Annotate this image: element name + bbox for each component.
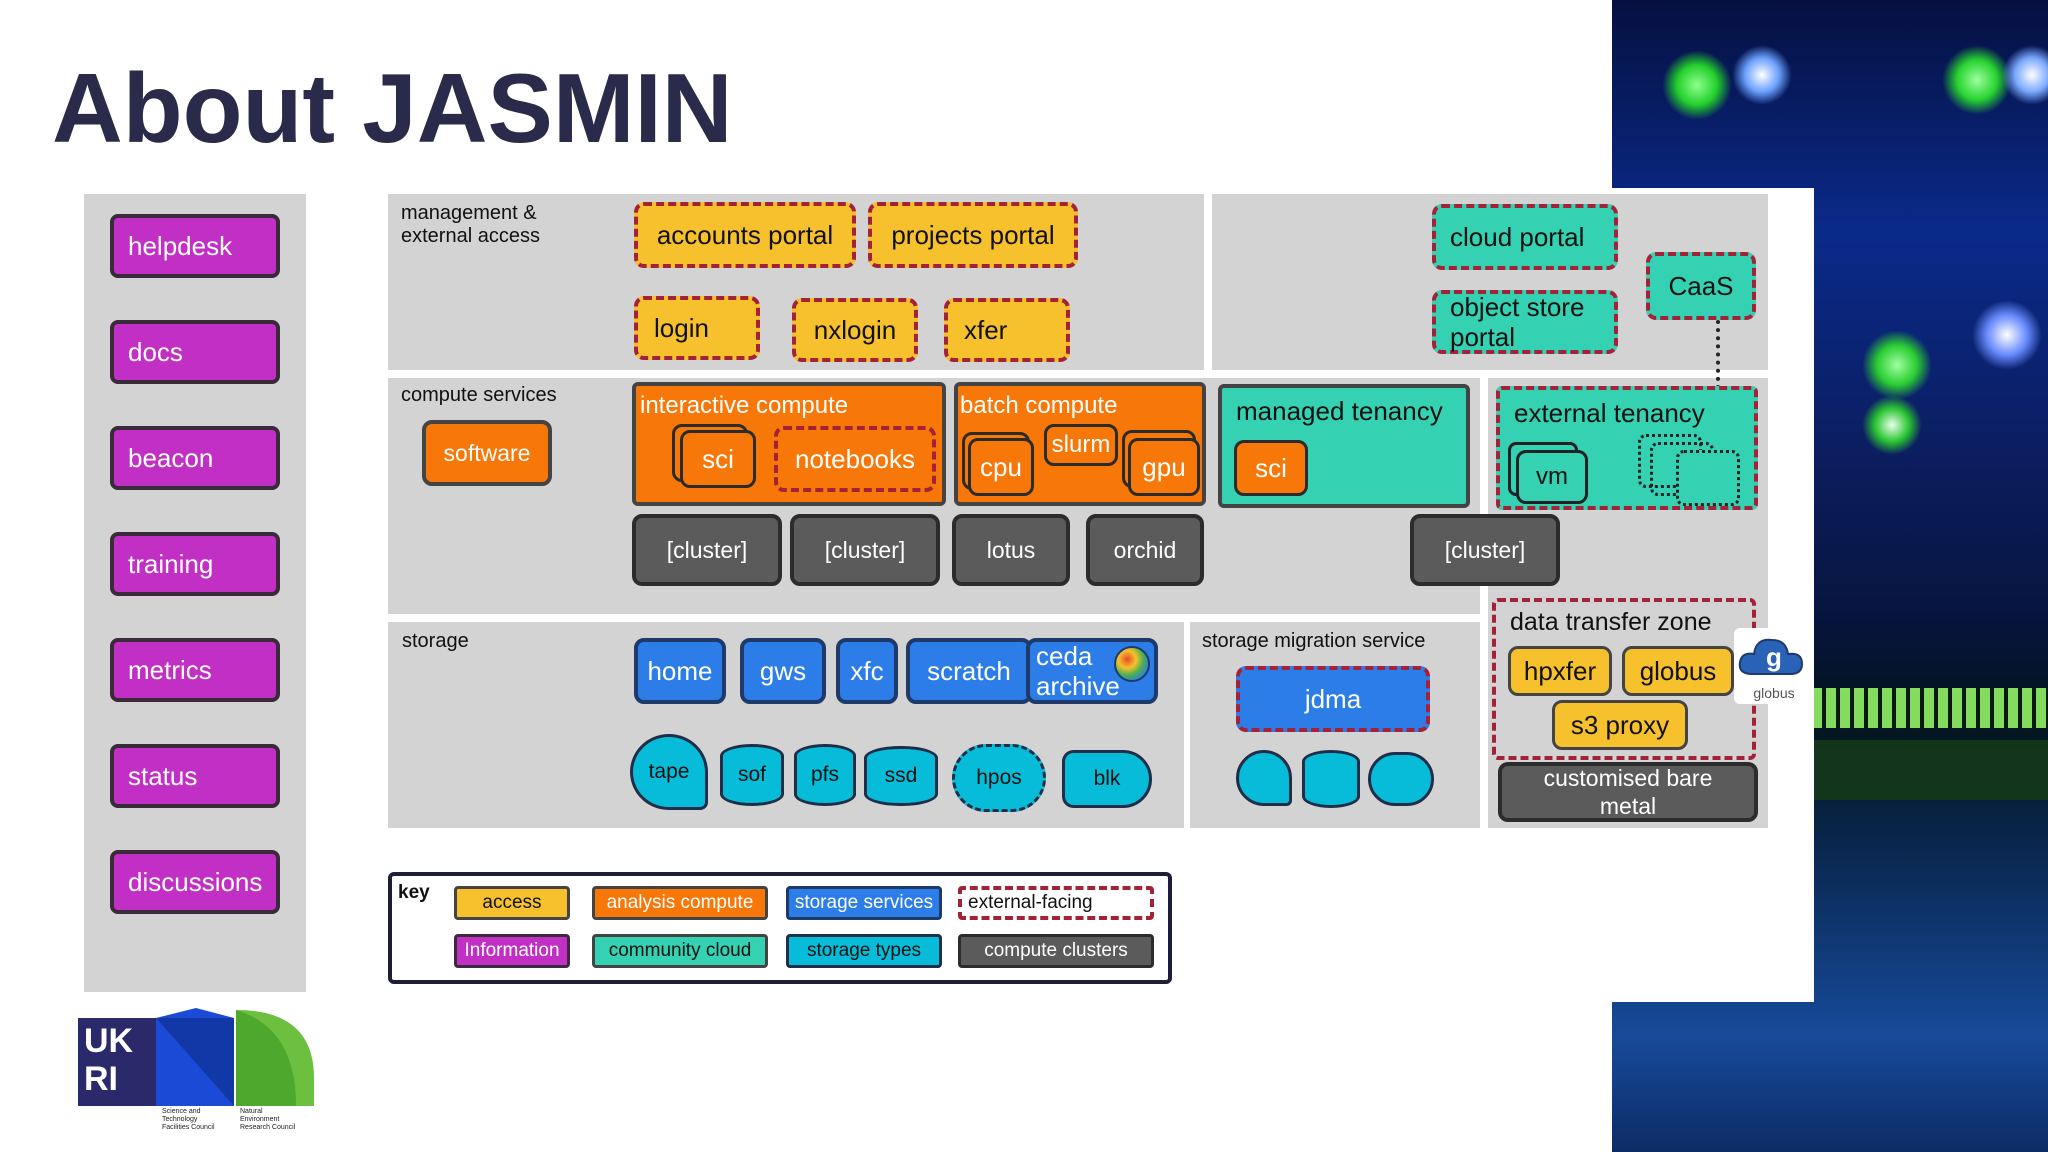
svg-text:g: g	[1766, 642, 1782, 672]
hpos-shape: hpos	[952, 744, 1046, 812]
status-button[interactable]: status	[110, 744, 280, 808]
ceda-archive-box[interactable]: ceda archive	[1026, 638, 1158, 704]
key-compute-clusters: compute clusters	[958, 934, 1154, 968]
software-box[interactable]: software	[422, 420, 552, 486]
orchid-box[interactable]: orchid	[1086, 514, 1204, 586]
key-community-cloud: community cloud	[592, 934, 768, 968]
vm-box[interactable]: vm	[1516, 450, 1588, 504]
key-analysis-compute: analysis compute	[592, 886, 768, 920]
home-box[interactable]: home	[634, 638, 726, 704]
gws-box[interactable]: gws	[740, 638, 826, 704]
customised-bare-metal-box[interactable]: customised bare metal	[1498, 762, 1758, 822]
external-tenancy-label: external tenancy	[1514, 398, 1705, 428]
migration-disk-icon	[1302, 750, 1360, 808]
ukri-logo: UK RI Science and Technology Facilities …	[78, 1008, 314, 1131]
blk-shape: blk	[1062, 750, 1152, 808]
council-shapes	[156, 1008, 314, 1106]
slide-title: About JASMIN	[52, 53, 733, 163]
migration-tape-icon	[1236, 750, 1292, 806]
caas-connector	[1716, 320, 1720, 446]
stfc-text: Science and Technology Facilities Counci…	[162, 1108, 215, 1131]
management-label: management & external access	[401, 202, 540, 247]
s3-proxy-box[interactable]: s3 proxy	[1552, 700, 1688, 750]
cpu-box[interactable]: cpu	[968, 438, 1034, 496]
gpu-box[interactable]: gpu	[1128, 438, 1200, 496]
managed-tenancy-label: managed tenancy	[1236, 396, 1443, 426]
training-button[interactable]: training	[110, 532, 280, 596]
docs-button[interactable]: docs	[110, 320, 280, 384]
migration-cloud-icon	[1368, 752, 1434, 806]
globus-logo-text: globus	[1753, 685, 1795, 701]
storage-label: storage	[402, 630, 469, 652]
key-label: key	[398, 882, 430, 903]
globus-box[interactable]: globus	[1622, 646, 1734, 696]
managed-sci-box[interactable]: sci	[1234, 440, 1308, 496]
key-external-facing: external-facing	[958, 886, 1154, 920]
key-information: Information	[454, 934, 570, 968]
globus-logo: g globus	[1734, 628, 1814, 704]
projects-portal-box[interactable]: projects portal	[868, 202, 1078, 268]
tape-shape: tape	[630, 734, 708, 810]
xfc-box[interactable]: xfc	[836, 638, 898, 704]
compute-services-label: compute services	[401, 384, 557, 406]
accounts-portal-box[interactable]: accounts portal	[634, 202, 856, 268]
data-transfer-zone-label: data transfer zone	[1510, 608, 1712, 636]
xfer-box[interactable]: xfer	[944, 298, 1070, 362]
metrics-button[interactable]: metrics	[110, 638, 280, 702]
interactive-sci-box[interactable]: sci	[680, 430, 756, 488]
notebooks-box[interactable]: notebooks	[774, 426, 936, 492]
key-access: access	[454, 886, 570, 920]
login-box[interactable]: login	[634, 296, 760, 360]
key-storage-services: storage services	[786, 886, 942, 920]
slurm-box[interactable]: slurm	[1044, 424, 1118, 466]
batch-compute-label: batch compute	[960, 392, 1118, 419]
ukri-mark: UK RI	[78, 1018, 156, 1106]
container-dotted-3	[1676, 450, 1740, 506]
tenancy-cluster-box[interactable]: [cluster]	[1410, 514, 1560, 586]
object-store-portal-box[interactable]: object store portal	[1432, 290, 1618, 354]
sof-shape: sof	[720, 744, 784, 806]
key-storage-types: storage types	[786, 934, 942, 968]
discussions-button[interactable]: discussions	[110, 850, 280, 914]
helpdesk-button[interactable]: helpdesk	[110, 214, 280, 278]
jdma-box[interactable]: jdma	[1236, 666, 1430, 732]
cloud-portal-box[interactable]: cloud portal	[1432, 204, 1618, 270]
globus-cloud-icon: g	[1738, 638, 1804, 675]
scratch-box[interactable]: scratch	[906, 638, 1032, 704]
nxlogin-box[interactable]: nxlogin	[792, 298, 918, 362]
globe-icon	[1114, 646, 1150, 682]
beacon-button[interactable]: beacon	[110, 426, 280, 490]
caas-box[interactable]: CaaS	[1646, 252, 1756, 320]
hpxfer-box[interactable]: hpxfer	[1508, 646, 1612, 696]
interactive-compute-label: interactive compute	[640, 392, 849, 419]
ssd-shape: ssd	[864, 746, 938, 806]
nerc-text: Natural Environment Research Council	[240, 1108, 296, 1131]
cluster-box-1[interactable]: [cluster]	[632, 514, 782, 586]
lotus-box[interactable]: lotus	[952, 514, 1070, 586]
cluster-box-2[interactable]: [cluster]	[790, 514, 940, 586]
migration-label: storage migration service	[1202, 630, 1426, 652]
pfs-shape: pfs	[794, 744, 856, 806]
